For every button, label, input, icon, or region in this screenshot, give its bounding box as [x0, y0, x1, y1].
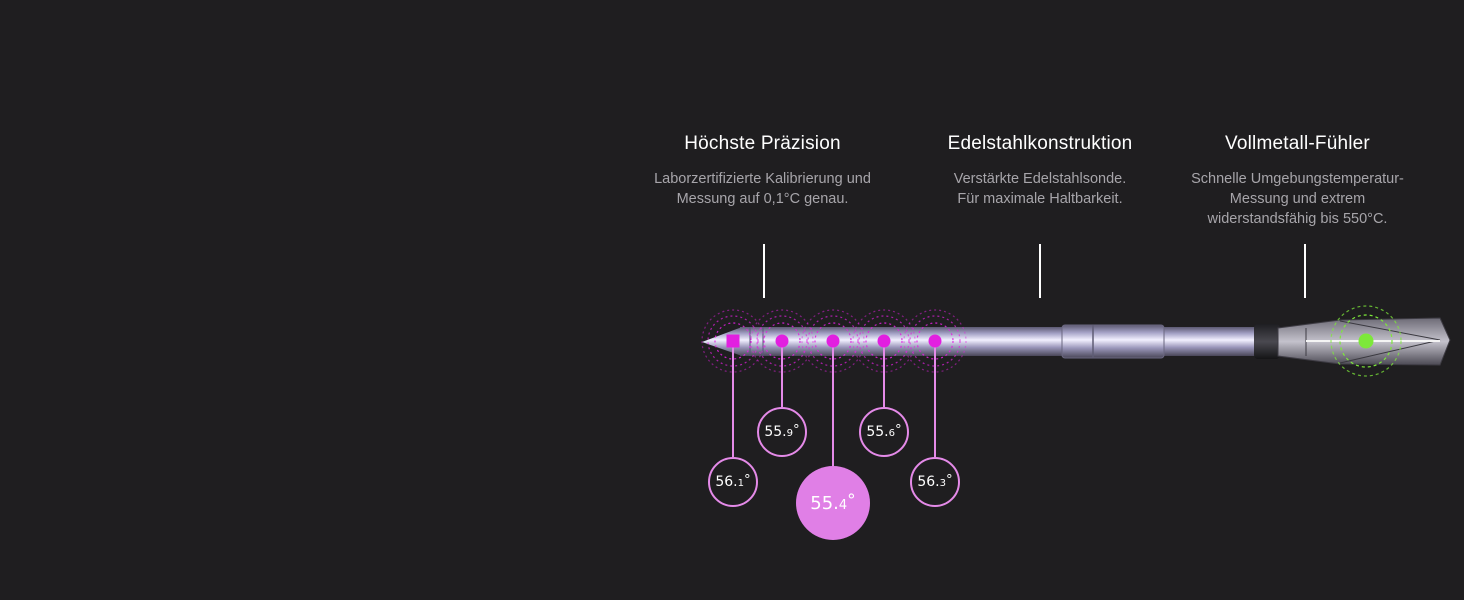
feature-precision: Höchste Präzision Laborzertifizierte Kal… — [620, 133, 905, 209]
sensor-ring — [865, 322, 903, 360]
temperature-reading: 55.9° — [757, 407, 807, 457]
temperature-reading: 55.6° — [859, 407, 909, 457]
sensor-ring — [750, 309, 814, 373]
probe-shaft — [740, 327, 1270, 356]
probe-sleeve — [1061, 324, 1165, 359]
feature-title: Edelstahlkonstruktion — [947, 133, 1133, 154]
feature-title: Höchste Präzision — [684, 133, 841, 154]
sensor-group — [701, 309, 967, 466]
probe-cap — [1254, 324, 1280, 359]
sensor-dot — [928, 334, 942, 348]
temperature-reading-highlight: 55.4° — [796, 466, 870, 540]
feature-stainless-steel: Edelstahlkonstruktion Verstärkte Edelsta… — [905, 133, 1175, 209]
sensor-dot — [726, 334, 740, 348]
sensor-ring — [903, 309, 967, 373]
sensor-ring — [707, 315, 759, 367]
sensor-dot — [775, 334, 789, 348]
sensor-ring — [916, 322, 954, 360]
ambient-sensor-dot — [1358, 333, 1374, 349]
sensor-ring — [801, 309, 865, 373]
sensor-dot — [826, 334, 840, 348]
feature-description: Laborzertifizierte Kalibrierung und Mess… — [654, 171, 871, 207]
ambient-sensor — [1330, 305, 1402, 377]
sensor-ring — [714, 322, 752, 360]
sensor-ring — [756, 315, 808, 367]
feature-title: Vollmetall-Fühler — [1225, 133, 1370, 154]
sensor-dot — [877, 334, 891, 348]
sensor-ring — [807, 315, 859, 367]
sensor-ring — [909, 315, 961, 367]
feature-description: Verstärkte Edelstahlsonde. Für maximale … — [953, 171, 1127, 207]
sensor-ring — [852, 309, 916, 373]
feature-full-metal-sensor: Vollmetall-Fühler Schnelle Umgebungstemp… — [1165, 133, 1430, 229]
sensor-ring — [814, 322, 852, 360]
temperature-reading: 56.1° — [708, 457, 758, 507]
sensor-ring — [858, 315, 910, 367]
temperature-reading: 56.3° — [910, 457, 960, 507]
sensor-ring — [763, 322, 801, 360]
feature-description: Schnelle Umgebungstemperatur- Messung un… — [1191, 171, 1404, 227]
